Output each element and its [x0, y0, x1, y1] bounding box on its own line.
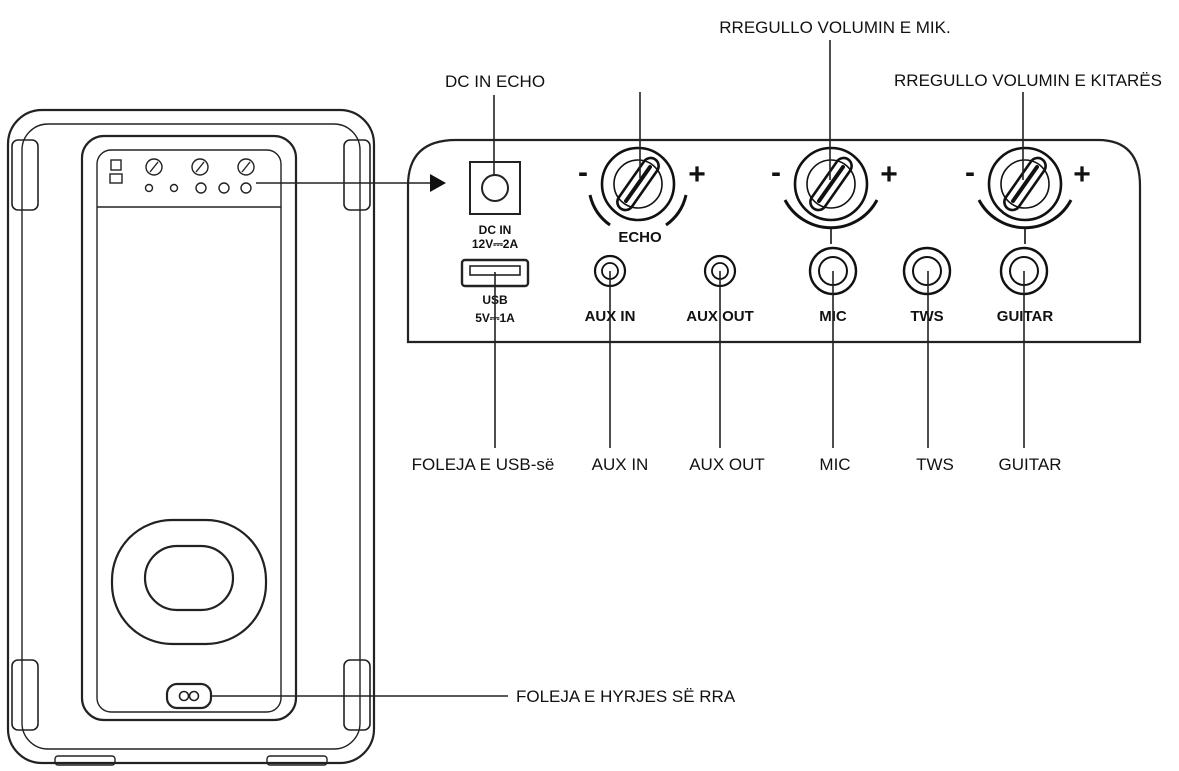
- zoom-arrow: [256, 174, 446, 192]
- power-socket-pin-left: [178, 690, 190, 702]
- guitar-minus: -: [965, 156, 975, 189]
- speaker-inner-shell: [21, 123, 361, 750]
- mini-control-strip: [109, 158, 255, 194]
- guitar-knob-pointer: [1011, 165, 1039, 203]
- arrow-head-icon: [430, 174, 446, 192]
- guitar-panel-label: GUITAR: [997, 308, 1054, 325]
- handle-inner: [143, 544, 235, 612]
- mini-usb-port: [109, 173, 123, 184]
- zoomed-control-panel: DC IN 12V⎓2A USB 5V⎓1A - + ECHO - +: [406, 138, 1142, 344]
- callout-tws: TWS: [916, 455, 954, 474]
- mic-minus: -: [771, 156, 781, 189]
- callout-dc-in-echo: DC IN ECHO: [445, 72, 545, 91]
- mini-knob-echo: [145, 158, 163, 176]
- mini-aux-out: [169, 183, 179, 193]
- callout-guitar-volume: RREGULLO VOLUMIN E KITARËS: [894, 71, 1162, 90]
- speaker-outer-shell: [6, 108, 376, 765]
- panel-outline: [406, 138, 1142, 344]
- callout-aux-in: AUX IN: [592, 455, 649, 474]
- dc-in-label: DC IN: [479, 223, 512, 237]
- foot-left: [54, 755, 116, 766]
- mini-tws-jack: [218, 182, 230, 194]
- mini-mic-jack: [195, 182, 207, 194]
- guitar-plus: +: [1073, 158, 1091, 191]
- mini-guitar-jack: [240, 182, 252, 194]
- echo-knob-pointer: [624, 165, 652, 203]
- callout-mic-volume: RREGULLO VOLUMIN E MIK.: [719, 18, 950, 37]
- bumper-bottom-right: [343, 659, 371, 731]
- echo-knob: [588, 146, 688, 227]
- callout-guitar: GUITAR: [999, 455, 1062, 474]
- mic-knob-ring: [793, 146, 869, 222]
- mini-knob-guitar: [237, 158, 255, 176]
- bumper-top-left: [11, 139, 39, 211]
- foot-right: [266, 755, 328, 766]
- mini-dc-jack: [110, 159, 122, 171]
- speaker-back-plate-inner: [96, 149, 282, 713]
- speaker-body: [6, 108, 376, 766]
- tws-panel-label: TWS: [910, 308, 943, 325]
- bumper-top-right: [343, 139, 371, 211]
- leader-lines: [211, 40, 1025, 697]
- mic-plus: +: [880, 158, 898, 191]
- handle-outer: [110, 518, 268, 646]
- mic-knob: [783, 146, 879, 244]
- callout-power-input: FOLEJA E HYRJES SË RRA: [516, 687, 736, 706]
- dc-in-rating: 12V⎓2A: [472, 237, 519, 251]
- mini-knob-mic: [191, 158, 209, 176]
- bumper-bottom-left: [11, 659, 39, 731]
- callout-aux-out: AUX OUT: [689, 455, 765, 474]
- dc-in-jack: [469, 161, 521, 215]
- speaker-back-plate: [80, 134, 298, 722]
- dc-in-jack-hole: [481, 174, 509, 202]
- power-socket-pin-right: [188, 690, 200, 702]
- guitar-knob: [977, 146, 1073, 244]
- mini-aux-in: [144, 183, 154, 193]
- tws-jack: [902, 246, 952, 296]
- mic-knob-pointer: [817, 165, 845, 203]
- echo-minus: -: [578, 156, 588, 189]
- echo-knob-ring: [600, 146, 676, 222]
- callout-mic: MIC: [819, 455, 850, 474]
- guitar-knob-ring: [987, 146, 1063, 222]
- echo-label: ECHO: [618, 229, 662, 246]
- echo-plus: +: [688, 158, 706, 191]
- callout-usb-port: FOLEJA E USB-së: [412, 455, 555, 474]
